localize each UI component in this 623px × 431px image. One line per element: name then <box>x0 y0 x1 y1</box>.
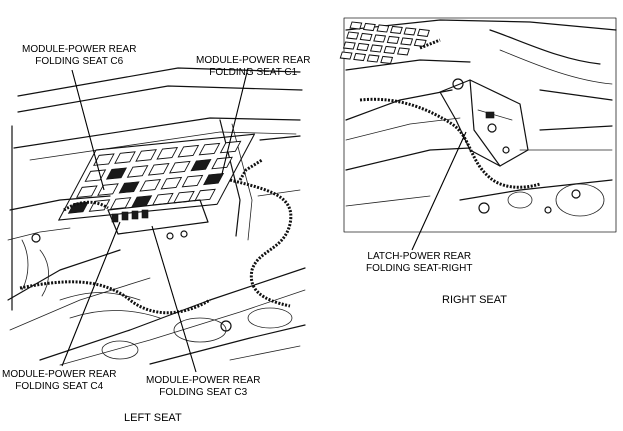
callout-latch-right: LATCH-POWER REAR FOLDING SEAT-RIGHT <box>366 251 473 275</box>
caption-left-seat: LEFT SEAT <box>124 412 182 424</box>
left-leader-lines <box>61 67 249 373</box>
callout-latch-right-line2: FOLDING SEAT-RIGHT <box>366 263 473 274</box>
latch-power-rear-folding-seat-right <box>439 78 529 167</box>
right-leader-line <box>411 131 467 251</box>
right-seat-frame <box>343 17 617 233</box>
caption-right-seat: RIGHT SEAT <box>442 294 507 306</box>
callout-module-c1: MODULE-POWER REAR FOLDING SEAT C1 <box>196 55 310 79</box>
callout-module-c6: MODULE-POWER REAR FOLDING SEAT C6 <box>22 44 136 68</box>
wiring-harness-left <box>19 158 293 315</box>
callout-module-c6-line1: MODULE-POWER REAR <box>22 44 137 55</box>
callout-module-c1-line2: FOLDING SEAT C1 <box>209 67 298 78</box>
callout-latch-right-line1: LATCH-POWER REAR <box>367 251 472 262</box>
callout-module-c4-line1: MODULE-POWER REAR <box>2 369 117 380</box>
callout-module-c3: MODULE-POWER REAR FOLDING SEAT C3 <box>146 375 260 399</box>
callout-module-c3-line1: MODULE-POWER REAR <box>146 375 261 386</box>
right-seat-grid <box>339 21 430 65</box>
callout-module-c1-line1: MODULE-POWER REAR <box>196 55 311 66</box>
callout-module-c4-line2: FOLDING SEAT C4 <box>15 381 104 392</box>
callout-module-c3-line2: FOLDING SEAT C3 <box>159 387 248 398</box>
callout-module-c6-line2: FOLDING SEAT C6 <box>35 56 124 67</box>
wiring-harness-right <box>359 38 541 189</box>
connector-block <box>107 199 209 240</box>
callout-module-c4: MODULE-POWER REAR FOLDING SEAT C4 <box>2 369 116 393</box>
